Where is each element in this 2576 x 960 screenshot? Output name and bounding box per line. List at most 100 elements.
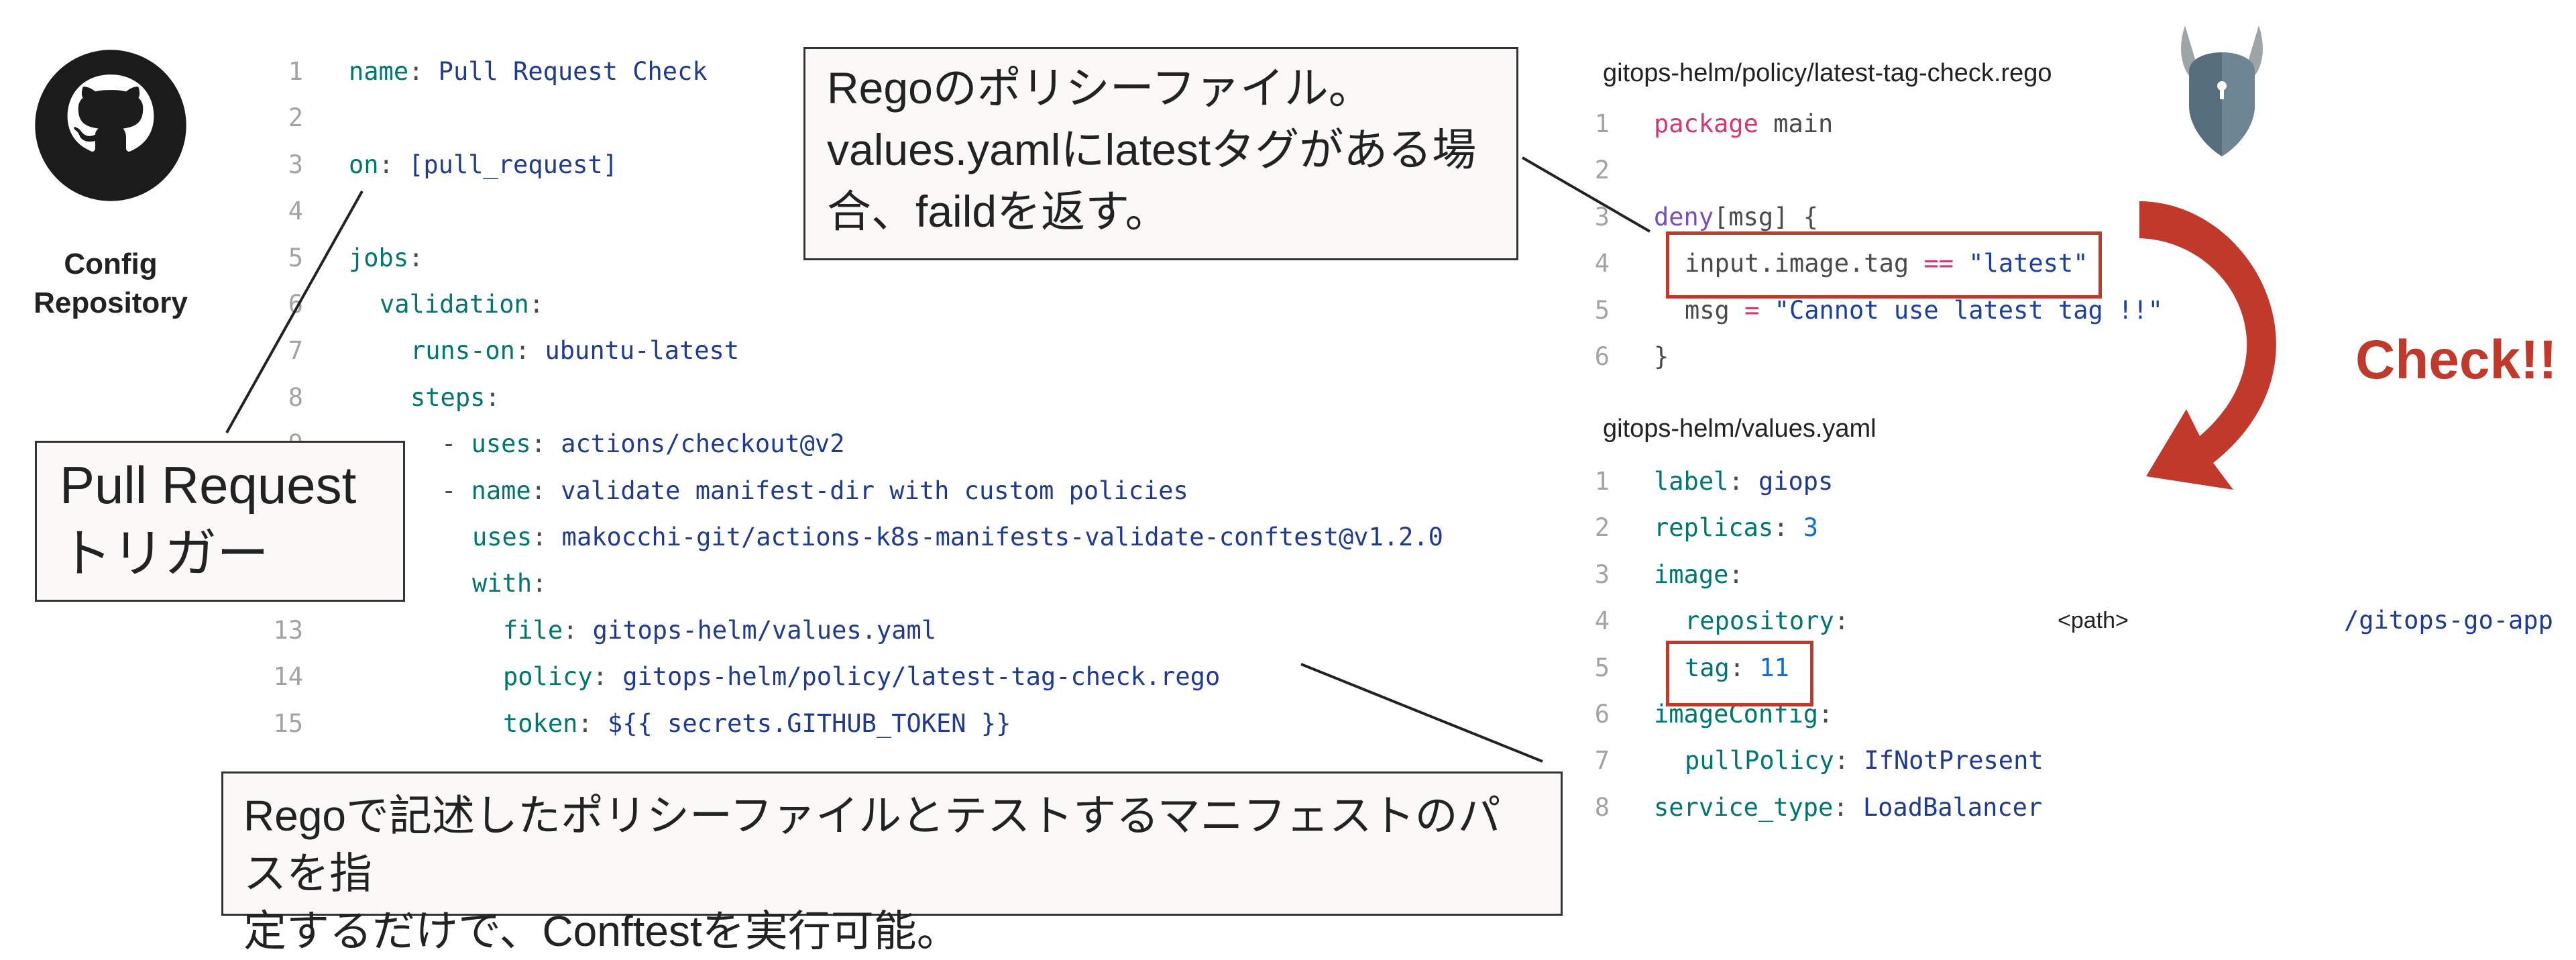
code-token: replicas <box>1654 513 1774 543</box>
code-line: validation: <box>380 281 544 327</box>
line-number: 4 <box>1594 606 1610 636</box>
repo-label-line1: Config <box>64 248 158 280</box>
rego-desc-line2: values.yamlにlatestタグがある場 <box>827 125 1477 174</box>
code-token: : <box>1834 746 1864 776</box>
code-line: uses: makocchi-git/actions-k8s-manifests… <box>472 514 1443 560</box>
rego-desc-line3: 合、faildを返す。 <box>827 186 1170 236</box>
line-number: 3 <box>1594 202 1610 231</box>
code-line: steps: <box>410 374 500 421</box>
line-number: 8 <box>1594 792 1610 822</box>
code-line: msg = "Cannot use latest tag !!" <box>1685 287 2163 333</box>
code-token: msg <box>1685 295 1745 325</box>
code-line: replicas: 3 <box>1654 504 1818 551</box>
bottom-line2: 定するだけで、Conftestを実行可能。 <box>243 907 960 955</box>
code-line: name: Pull Request Check <box>349 48 708 95</box>
line-number: 1 <box>288 57 303 86</box>
repository-path-placeholder: <path> <box>2058 608 2129 633</box>
code-token: jobs <box>349 243 409 272</box>
line-number: 7 <box>288 336 303 366</box>
trigger-line2: トリガー <box>60 524 270 583</box>
check-label: Check!! <box>2355 329 2557 390</box>
code-token: uses <box>471 429 531 459</box>
code-line: repository: <box>1685 598 1849 644</box>
code-token: [pull_request] <box>408 150 618 179</box>
code-token: - <box>441 476 471 505</box>
line-number: 2 <box>288 103 303 133</box>
line-number: 5 <box>288 243 303 272</box>
code-token: on <box>349 150 379 179</box>
line-number: 5 <box>1594 295 1610 325</box>
code-token: Pull Request Check <box>438 57 708 86</box>
code-token: makocchi-git/actions-k8s-manifests-valid… <box>561 523 1443 551</box>
code-token: actions/checkout@v2 <box>561 429 845 459</box>
code-token: uses <box>472 523 533 551</box>
code-token: deny <box>1654 202 1714 231</box>
code-token: package <box>1654 109 1758 138</box>
code-token: : <box>1729 653 1760 682</box>
code-token: validation <box>380 290 529 319</box>
code-token: 11 <box>1759 653 1789 682</box>
code-token: = <box>1744 295 1760 325</box>
code-line: jobs: <box>349 235 423 281</box>
code-token: LoadBalancer <box>1862 792 2043 822</box>
code-token: label <box>1654 467 1729 496</box>
line-number: 7 <box>1594 746 1610 776</box>
code-token: gitops-helm/values.yaml <box>592 615 937 645</box>
repo-label-line2: Repository <box>34 286 188 319</box>
code-token: file <box>503 615 563 645</box>
code-line: pullPolicy: IfNotPresent <box>1685 737 2043 784</box>
code-token: name <box>349 57 409 86</box>
code-line: service_type: LoadBalancer <box>1654 784 2042 831</box>
code-token: "Cannot use latest tag !!" <box>1774 295 2163 325</box>
code-token: : <box>514 336 545 366</box>
repo-label: Config Repository <box>20 245 201 323</box>
code-line: runs-on: ubuntu-latest <box>410 327 739 374</box>
rego-desc-line1: Regoのポリシーファイル。 <box>827 63 1373 113</box>
code-token: giops <box>1758 467 1834 496</box>
code-token: tag <box>1685 653 1730 682</box>
code-token: gitops-helm/policy/latest-tag-check.rego <box>622 662 1221 692</box>
connector-lines <box>225 156 1651 763</box>
code-line: } <box>1654 333 1669 380</box>
code-token: main <box>1758 109 1834 138</box>
tag-highlight <box>1666 641 1813 706</box>
code-token: : <box>485 382 500 412</box>
code-token: : <box>408 243 424 272</box>
code-token: : <box>577 708 608 738</box>
code-token: : <box>530 429 561 459</box>
code-token: : <box>532 569 547 598</box>
code-token: ubuntu-latest <box>545 336 740 366</box>
code-token: "latest" <box>1968 249 2088 278</box>
line-number: 6 <box>288 290 303 319</box>
code-token: : <box>532 523 562 551</box>
code-line: label: giops <box>1654 458 1833 504</box>
code-token: : <box>563 615 593 645</box>
bottom-callout: Regoで記述したポリシーファイルとテストするマニフェストのパスを指 定するだけ… <box>221 771 1563 955</box>
code-token: : <box>378 150 409 179</box>
code-token: : <box>1818 700 1834 729</box>
code-token: : <box>592 662 623 692</box>
code-token: : <box>1728 467 1758 496</box>
code-token: - <box>441 429 471 459</box>
code-token: : <box>1773 513 1803 543</box>
code-token: : <box>1833 792 1863 822</box>
code-line: - uses: actions/checkout@v2 <box>441 421 844 467</box>
line-number: 6 <box>1594 700 1610 729</box>
line-number: 4 <box>288 197 303 226</box>
code-token: image <box>1654 559 1729 589</box>
trigger-line1: Pull Request <box>60 456 357 515</box>
code-token: name <box>471 476 531 505</box>
code-token: : <box>530 476 561 505</box>
line-number: 2 <box>1594 156 1610 185</box>
code-line: tag: 11 <box>1685 645 1789 691</box>
line-number: 1 <box>1594 467 1610 496</box>
code-line: file: gitops-helm/values.yaml <box>503 607 936 653</box>
opa-mascot-icon <box>2181 25 2263 156</box>
trigger-callout: Pull Request トリガー <box>35 441 405 602</box>
code-token: repository <box>1685 606 1834 636</box>
code-token: [msg] { <box>1714 202 1819 231</box>
line-number: 15 <box>273 708 303 738</box>
rego-condition-highlight <box>1666 231 2102 299</box>
rego-file-path: gitops-helm/policy/latest-tag-check.rego <box>1603 59 2052 87</box>
code-token: : <box>1834 606 1850 636</box>
